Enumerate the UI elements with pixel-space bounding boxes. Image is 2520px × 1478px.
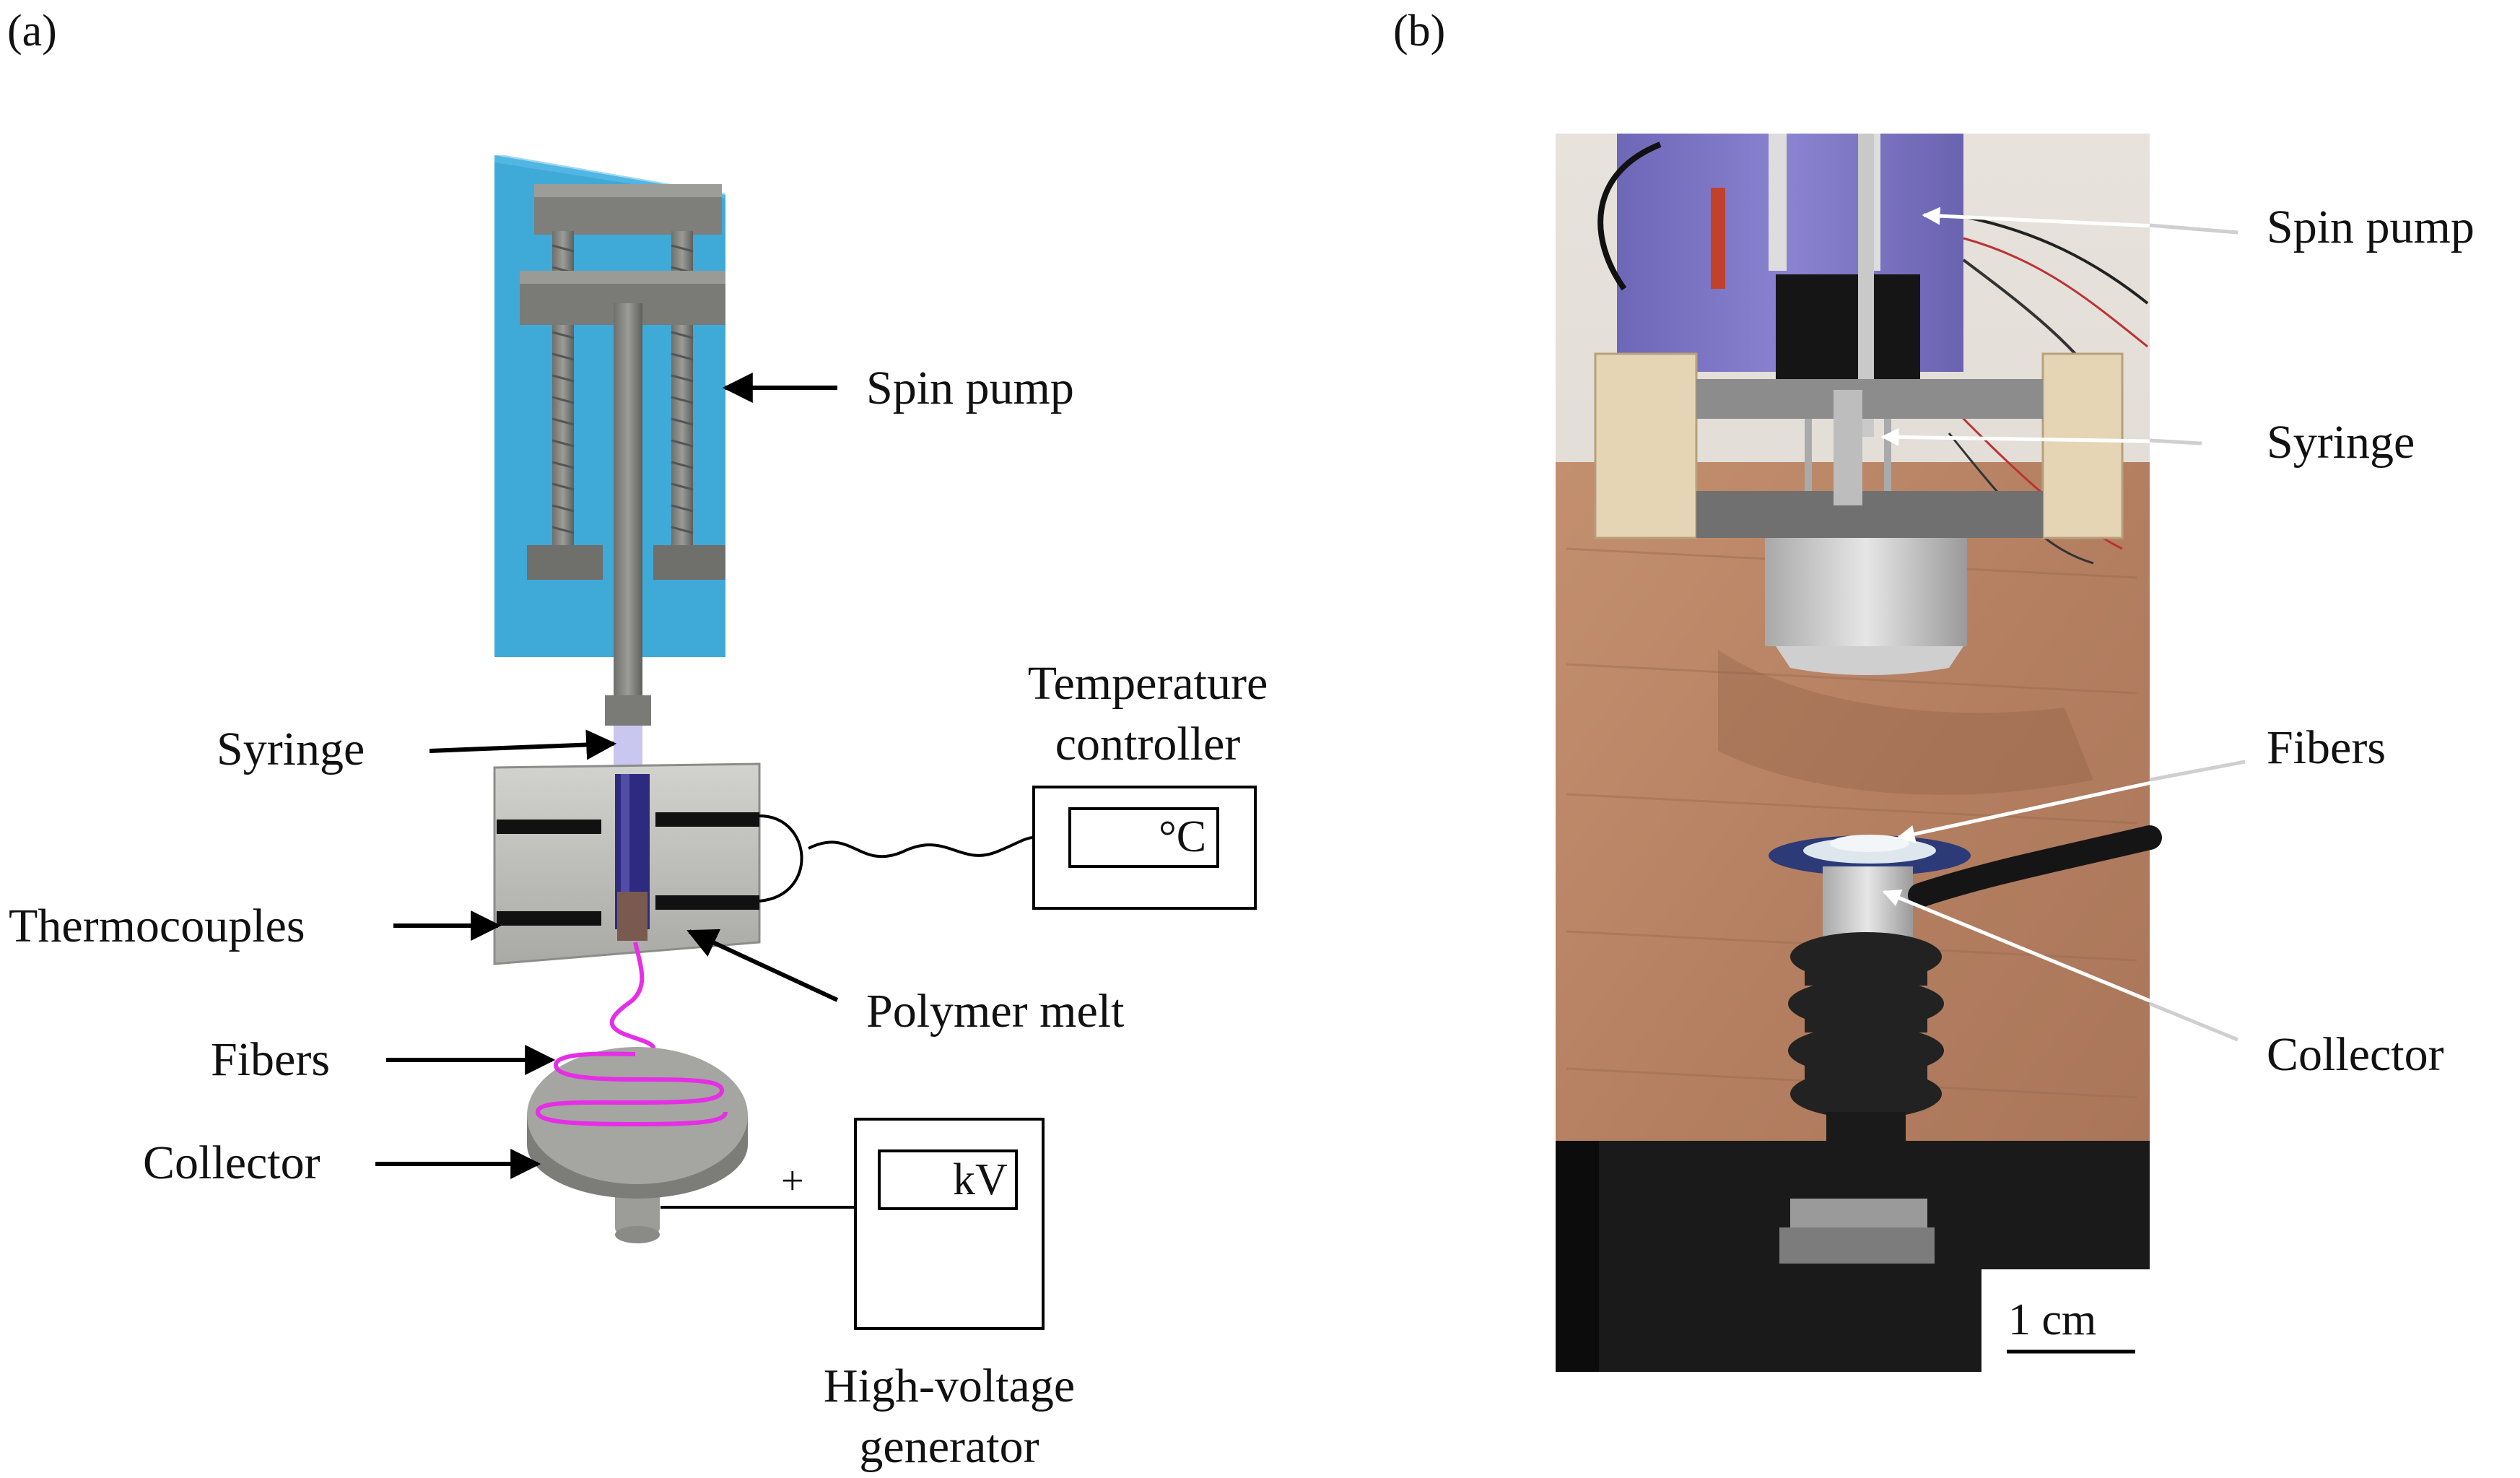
- temperature-display: [1068, 807, 1219, 868]
- label-collector-b: Collector: [2267, 1028, 2444, 1081]
- arrow-collector-b: [1882, 889, 2231, 1036]
- label-spin-pump-b: Spin pump: [2267, 201, 2475, 253]
- label-spin-pump-a: Spin pump: [866, 362, 1074, 414]
- insulator-stack: [1788, 932, 1944, 1199]
- arrow-syringe: [429, 729, 617, 760]
- temperature-controller: [1032, 786, 1257, 910]
- label-hv-generator: High-voltage generator: [823, 1360, 1076, 1474]
- controller-cable: [808, 836, 1034, 858]
- label-plus-sign: +: [781, 1159, 804, 1204]
- arrow-spin-pump-b: [1922, 207, 2231, 232]
- polymer-melt-tip: [617, 892, 648, 941]
- thermocouple-wires: [759, 814, 803, 903]
- heater-block: [493, 762, 761, 965]
- wood-panel: [1556, 462, 2150, 1271]
- fiber-jet: [609, 942, 656, 1056]
- fiber-coil: [536, 1051, 728, 1126]
- label-syringe-b: Syringe: [2267, 416, 2415, 469]
- panel-a-tag: (a): [7, 6, 57, 56]
- collector-schematic: [527, 1047, 748, 1243]
- syringe-body: [614, 726, 642, 769]
- panel-b-tag: (b): [1393, 6, 1446, 56]
- spin-pump-schematic: [494, 155, 725, 726]
- kv-display: [878, 1149, 1018, 1210]
- schematic-diagram: [375, 155, 1257, 1330]
- label-temp-unit: °C: [1159, 812, 1207, 861]
- label-fibers-a: Fibers: [211, 1033, 330, 1086]
- label-thermocouples-a: Thermocouples: [9, 900, 305, 952]
- label-syringe-a: Syringe: [217, 723, 365, 775]
- label-kv-unit: kV: [953, 1155, 1008, 1204]
- collector-plate: [1769, 835, 1971, 876]
- label-fibers-b: Fibers: [2267, 721, 2386, 774]
- hv-generator: [854, 1118, 1045, 1330]
- arrow-polymer-melt: [686, 929, 839, 1002]
- arrow-syringe-b: [1880, 427, 2195, 446]
- arrow-fibers-b: [1896, 762, 2238, 843]
- heater-housing: [1765, 538, 1967, 646]
- label-temperature-controller: Temperature controller: [1027, 657, 1268, 771]
- label-scale-bar: 1 cm: [2008, 1295, 2097, 1344]
- label-collector-a: Collector: [143, 1136, 321, 1189]
- pump-body: [1617, 134, 1963, 372]
- photo-frame: [1556, 134, 2162, 1372]
- label-polymer-melt-a: Polymer melt: [866, 985, 1125, 1038]
